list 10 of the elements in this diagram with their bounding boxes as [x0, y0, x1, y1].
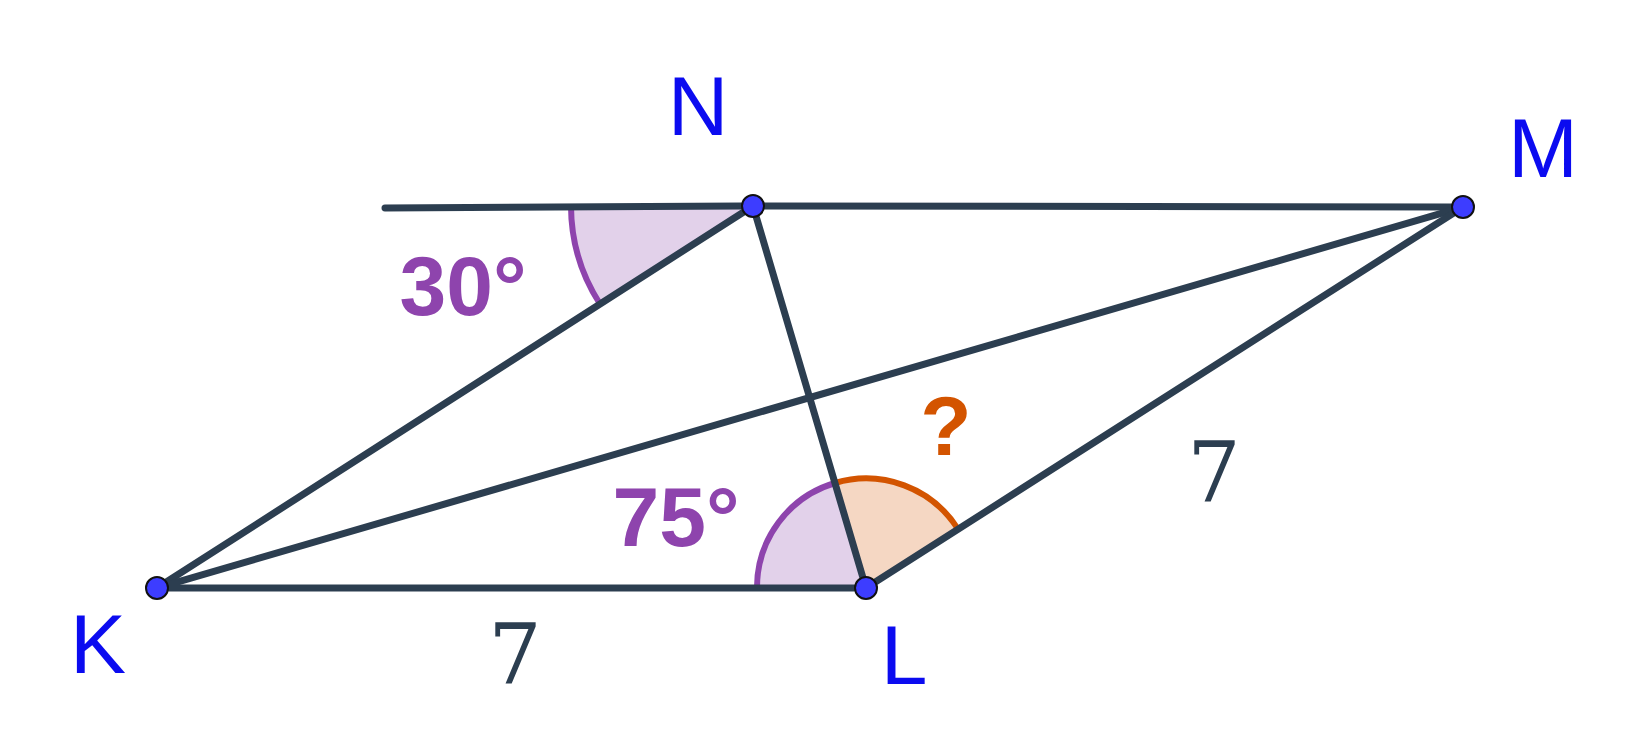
point-label: N	[667, 64, 729, 148]
angle-label: 30°	[399, 244, 527, 328]
length-label: 7	[1187, 431, 1241, 515]
angle-label: ?	[920, 384, 972, 468]
point-label: M	[1508, 106, 1578, 190]
point-label: L	[880, 613, 928, 697]
angle-label: 75°	[612, 475, 740, 559]
length-label: 7	[488, 613, 542, 697]
point-label: K	[70, 602, 126, 686]
line-segment	[752, 214, 867, 580]
